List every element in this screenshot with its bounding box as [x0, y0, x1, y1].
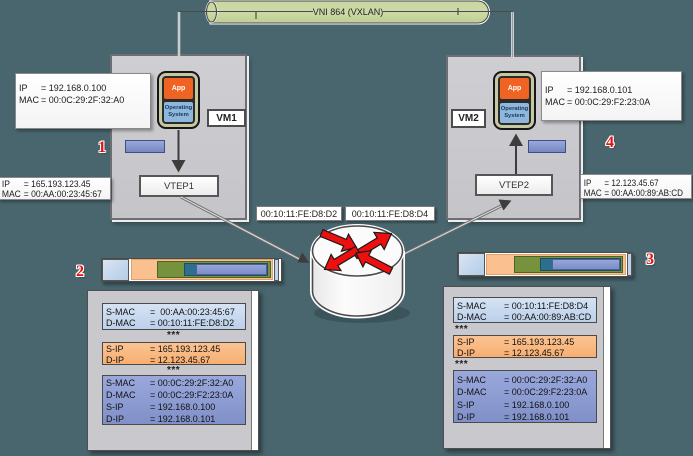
svg-text:VNI 864 (VXLAN): VNI 864 (VXLAN)	[313, 7, 384, 17]
